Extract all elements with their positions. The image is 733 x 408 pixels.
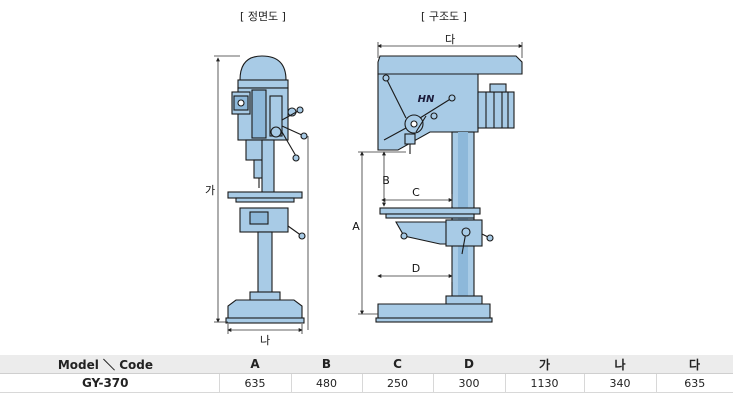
- structure-dimension-lines: [358, 42, 523, 315]
- table-row: GY-370 635 480 250 300 1130 340 635: [0, 373, 733, 393]
- header-D: D: [433, 355, 505, 374]
- cell-ga: 1130: [504, 373, 584, 393]
- dim-label-na: 나: [260, 334, 270, 347]
- dim-label-A: A: [352, 220, 360, 233]
- spec-table-header-row: Model ＼ Code A B C D 가 나 다: [0, 355, 733, 374]
- dim-label-D: D: [412, 262, 420, 275]
- dim-label-C: C: [412, 186, 420, 199]
- front-dimension-lines: [214, 55, 309, 334]
- cell-A: 635: [218, 373, 291, 393]
- cell-B: 480: [290, 373, 362, 393]
- front-view-caption: [ 정면도 ]: [240, 10, 286, 23]
- header-na: 나: [584, 355, 656, 374]
- cell-da: 635: [655, 373, 733, 393]
- cell-C: 250: [361, 373, 433, 393]
- header-ga: 가: [505, 355, 584, 374]
- drill-press-drawings: [ 정면도 ] [ 구조도 ]: [205, 10, 523, 347]
- front-view: [225, 55, 308, 324]
- dim-label-B: B: [382, 174, 390, 187]
- header-da: 다: [656, 355, 733, 374]
- cell-na: 340: [583, 373, 656, 393]
- header-A: A: [219, 355, 291, 374]
- cell-model: GY-370: [0, 373, 219, 393]
- header-C: C: [362, 355, 433, 374]
- header-model-code: Model ＼ Code: [0, 355, 219, 374]
- spec-table: Model ＼ Code A B C D 가 나 다 GY-370 635 48…: [0, 355, 733, 393]
- dim-label-da: 다: [445, 33, 455, 46]
- structure-view-caption: [ 구조도 ]: [421, 10, 467, 23]
- structure-view: [375, 55, 523, 323]
- dim-label-ga: 가: [205, 184, 215, 197]
- header-B: B: [291, 355, 362, 374]
- brand-logo: HN: [418, 94, 435, 105]
- cell-D: 300: [432, 373, 505, 393]
